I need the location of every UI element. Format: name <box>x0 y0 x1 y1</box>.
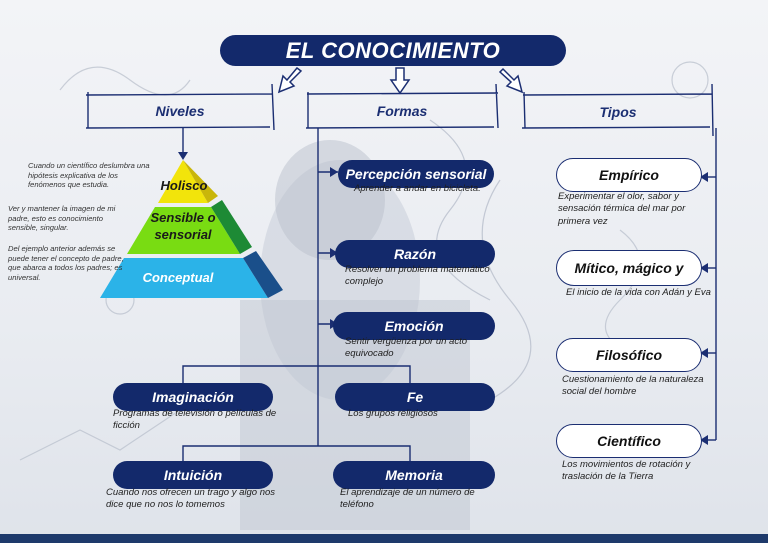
forma-example: Programas de televisión o películas de f… <box>113 408 277 432</box>
tipo-example: Cuestionamiento de la naturaleza social … <box>562 374 704 398</box>
forma-fe: Fe <box>335 383 495 411</box>
tipo-example: Experimentar el olor, sabor y sensación … <box>558 191 686 227</box>
tipo-example: El inicio de la vida con Adán y Eva <box>566 287 711 298</box>
forma-percepcion: Percepción sensorial <box>338 160 494 188</box>
tipo-empirico: Empírico <box>556 158 702 192</box>
forma-razon: Razón <box>335 240 495 268</box>
forma-intuicion: Intuición <box>113 461 273 489</box>
arrow-icon <box>498 67 524 94</box>
tipo-cientifico: Científico <box>556 424 702 458</box>
page-title: EL CONOCIMIENTO <box>220 35 566 66</box>
nivel-description: Del ejemplo anterior además se puede ten… <box>8 244 124 283</box>
level-sensible: Sensible o sensorial <box>150 210 216 242</box>
header-tipos: Tipos <box>599 104 637 120</box>
forma-example: Aprender a andar en bicicleta. <box>354 183 481 194</box>
tipo-example: Los movimientos de rotación y traslación… <box>562 459 691 483</box>
forma-example: Resolver un problema matemático complejo <box>345 264 490 288</box>
bottom-bar <box>0 534 768 543</box>
tipo-filosofico: Filosófico <box>556 338 702 372</box>
arrow-icon <box>277 66 303 94</box>
forma-emocion: Emoción <box>333 312 495 340</box>
tipo-mitico: Mítico, mágico y <box>556 250 702 286</box>
forma-memoria: Memoria <box>333 461 495 489</box>
header-formas: Formas <box>376 103 428 119</box>
forma-example: Los grupos religiosos <box>348 408 438 419</box>
forma-imaginacion: Imaginación <box>113 383 273 411</box>
forma-example: Cuando nos ofrecen un trago y algo nos d… <box>106 487 276 511</box>
arrow-icon <box>389 67 411 95</box>
forma-example: Sentir vergüenza por un acto equivocado <box>345 336 467 360</box>
level-conceptual: Conceptual <box>142 270 214 285</box>
nivel-description: Ver y mantener la imagen de mi padre, es… <box>8 204 116 233</box>
forma-example: El aprendizaje de un número de teléfono <box>340 487 475 511</box>
header-niveles: Niveles <box>155 103 205 119</box>
nivel-description: Cuando un científico deslumbra una hipót… <box>28 161 150 190</box>
level-holisco: Holisco <box>160 178 208 193</box>
